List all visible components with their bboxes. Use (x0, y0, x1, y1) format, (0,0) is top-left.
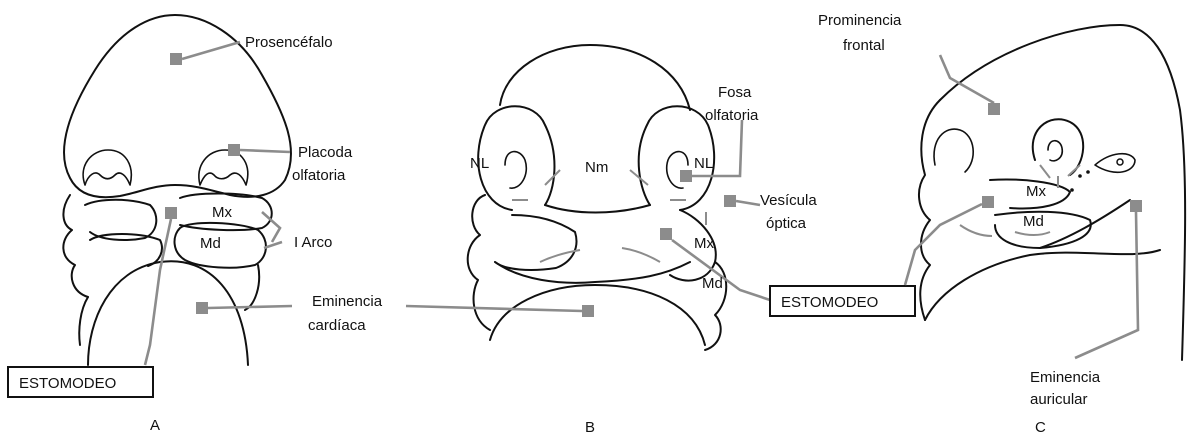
arrow-c-5 (1015, 232, 1050, 235)
panel-label-a: A (150, 417, 160, 434)
arrow-max-left (540, 250, 580, 262)
label-nl-right: NL (694, 155, 713, 172)
dot-2 (1078, 174, 1082, 178)
label-eminencia-auricular-2: auricular (1030, 391, 1088, 408)
label-vesicula-1: Vesícula (760, 192, 817, 209)
label-eminencia-auricular-1: Eminencia (1030, 369, 1101, 386)
head-profile-c (940, 25, 1185, 360)
nasal-pit-c (1048, 141, 1062, 161)
jaw-line-c (1040, 200, 1130, 248)
auricle-c (1095, 154, 1135, 173)
leader-prosencefalo (182, 42, 240, 59)
left-pit-b (505, 152, 526, 189)
marker-prosencefalo (170, 53, 182, 65)
label-nl-left: NL (470, 155, 489, 172)
leader-placoda (240, 150, 290, 152)
label-estomodeo-b: ESTOMODEO (781, 294, 878, 311)
label-mx-a: Mx (212, 204, 232, 221)
label-prosencefalo: Prosencéfalo (245, 34, 333, 51)
marker-fosa (680, 170, 692, 182)
left-nasal-b (478, 106, 554, 210)
cardiac-b (490, 285, 705, 345)
cardiac-prominence-a (88, 261, 248, 365)
label-mx-b: Mx (694, 235, 714, 252)
panel-b: NL Nm NL Fosa olfatoria Vesícula óptica … (406, 45, 915, 436)
leader-estomodeo-c (905, 204, 982, 285)
panel-a: Prosencéfalo Placoda olfatoria Mx Md I A… (8, 15, 383, 434)
label-fosa-2: olfatoria (705, 107, 759, 124)
label-eminencia-cardiaca-1: Eminencia (312, 293, 383, 310)
left-swellings-b (468, 195, 490, 330)
cardiac-c (925, 250, 1160, 320)
dot-3 (1070, 188, 1074, 192)
leader-auricular (1075, 212, 1138, 358)
leader-cardiaca (208, 306, 292, 308)
marker-auricular (1130, 200, 1142, 212)
label-nm: Nm (585, 159, 608, 176)
arrow-c-2 (1068, 165, 1080, 176)
marker-estomodeo-b (660, 228, 672, 240)
label-placoda-1: Placoda (298, 144, 353, 161)
marker-prominencia (988, 103, 1000, 115)
marker-vesicula (724, 195, 736, 207)
label-prominencia-1: Prominencia (818, 12, 902, 29)
leader-prominencia (940, 55, 994, 103)
mandible-b (495, 262, 690, 283)
right-pit-b (667, 152, 688, 189)
panel-label-b: B (585, 419, 595, 436)
label-md-c: Md (1023, 213, 1044, 230)
label-i-arco: I Arco (294, 234, 332, 251)
left-lateral-swellings (63, 195, 88, 297)
marker-estomodeo-a (165, 207, 177, 219)
left-mandible-a (90, 234, 162, 266)
leader-estomodeo-a (145, 219, 171, 365)
placode-right (199, 150, 248, 185)
marker-placoda (228, 144, 240, 156)
face-profile-c (919, 100, 940, 320)
left-body-a (79, 297, 88, 345)
marker-estomodeo-c (982, 196, 994, 208)
placode-left (83, 150, 131, 185)
medial-nasal-b (545, 205, 650, 213)
label-eminencia-cardiaca-2: cardíaca (308, 317, 366, 334)
label-md-a: Md (200, 235, 221, 252)
arrow-max-right (622, 248, 660, 262)
dot-1 (1086, 170, 1090, 174)
label-vesicula-2: óptica (766, 215, 807, 232)
right-body-a (245, 265, 259, 310)
arrow-c-4 (960, 225, 992, 236)
head-outline-b (500, 45, 690, 110)
eye-left-c (934, 129, 973, 172)
panel-c: Prominencia frontal Mx Md Eminencia auri… (818, 12, 1185, 436)
arrow-c-1 (1040, 165, 1050, 178)
label-placoda-2: olfatoria (292, 167, 346, 184)
ear-pit-c (1117, 159, 1123, 165)
marker-cardiaca-b (582, 305, 594, 317)
label-md-b: Md (702, 275, 723, 292)
label-prominencia-2: frontal (843, 37, 885, 54)
label-estomodeo-a: ESTOMODEO (19, 375, 116, 392)
panel-label-c: C (1035, 419, 1046, 436)
left-maxilla-b (495, 215, 576, 270)
label-mx-c: Mx (1026, 183, 1046, 200)
leader-cardiaca-b (406, 306, 582, 311)
leader-vesicula (736, 201, 760, 205)
label-fosa-1: Fosa (718, 84, 752, 101)
marker-cardiaca (196, 302, 208, 314)
